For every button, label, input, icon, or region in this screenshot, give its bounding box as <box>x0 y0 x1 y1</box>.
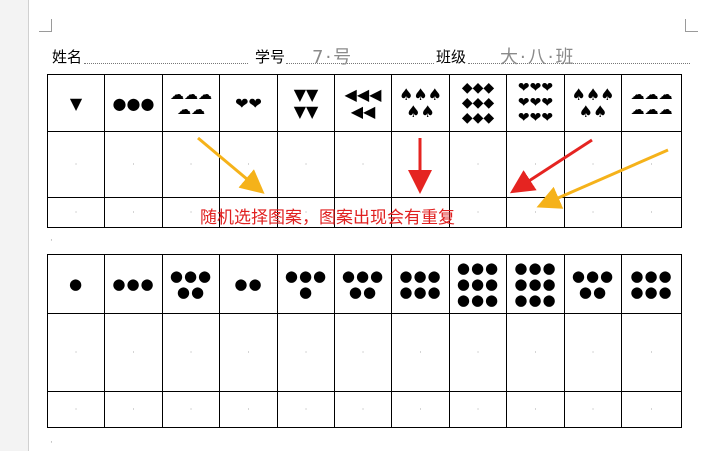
paragraph-mark: · <box>50 236 53 246</box>
symbol-cell[interactable]: ●●● <box>104 74 163 132</box>
symbol-cell[interactable]: ▼▼ ▼▼ <box>277 74 335 132</box>
dot-row: ● ●●● ●●● ●● ●● ●●● ● ●●● ●● ●●● ●●● ●●●… <box>47 254 682 314</box>
class-value: 大·八·班 <box>500 47 576 68</box>
dots-icon: ●●● ● <box>284 267 328 301</box>
ruler-margin <box>0 0 28 451</box>
margin-line <box>28 0 29 451</box>
margin-corner-top-left <box>39 19 52 32</box>
heart-icon: ❤❤ <box>235 93 262 113</box>
cloud-icon: ☁☁☁ ☁☁ <box>170 87 212 118</box>
dots-icon: ●●● <box>112 275 155 293</box>
name-blank-line <box>84 63 248 64</box>
symbol-cell[interactable]: ◀◀◀ ◀◀ <box>334 74 392 132</box>
answer-cell[interactable]: · <box>449 131 507 198</box>
answer-cell[interactable]: · <box>162 313 220 392</box>
symbol-row: ▼ ●●● ☁☁☁ ☁☁ ❤❤ ▼▼ ▼▼ ◀◀◀ ◀◀ ♠♠♠ ♠♠ ◆◆◆ … <box>47 74 682 132</box>
student-no-value: 7·号 <box>312 47 354 68</box>
answer-cell[interactable]: · <box>334 197 392 228</box>
triangle-left-icon: ◀◀◀ ◀◀ <box>344 85 382 121</box>
symbol-cell[interactable]: ☁☁☁ ☁☁ <box>162 74 220 132</box>
answer-cell[interactable]: · <box>621 313 682 392</box>
answer-cell[interactable]: · <box>277 197 335 228</box>
answer-cell[interactable]: · <box>162 197 220 228</box>
spade-icon: ♠♠♠ ♠♠ <box>571 85 615 121</box>
answer-cell[interactable]: · <box>219 313 278 392</box>
dot-cell[interactable]: ● <box>47 254 105 314</box>
dot-cell[interactable]: ●●● ●●● ●●● <box>449 254 507 314</box>
answer-cell[interactable]: · <box>564 313 622 392</box>
answer-cell[interactable]: · <box>47 131 105 198</box>
paragraph-mark: · <box>50 438 53 448</box>
dot-cell[interactable]: ●●● ●● <box>162 254 220 314</box>
dots-icon: ●●● <box>112 93 155 113</box>
answer-cell[interactable]: · <box>506 391 565 428</box>
answer-cell[interactable]: · <box>47 391 105 428</box>
dot-cell[interactable]: ●●● <box>104 254 163 314</box>
answer-cell[interactable]: · <box>334 391 392 428</box>
dots-icon: ● <box>68 275 84 293</box>
triangle-down-icon: ▼ <box>69 93 83 113</box>
answer-cell[interactable]: · <box>564 391 622 428</box>
student-no-label: 学号 <box>255 48 286 66</box>
dot-cell[interactable]: ●●● ●●● <box>621 254 682 314</box>
dots-icon: ●●● ●●● ●●● <box>514 259 557 309</box>
dots-icon: ●●● ●●● <box>399 267 442 301</box>
dots-icon: ●●● ●● <box>169 267 213 301</box>
answer-cell[interactable]: · <box>621 391 682 428</box>
answer-cell[interactable]: · <box>104 131 163 198</box>
arrow-orange-right <box>536 148 669 209</box>
dot-cell[interactable]: ●●● ●●● <box>391 254 450 314</box>
class-label: 班级 <box>436 48 467 66</box>
answer-cell[interactable]: · <box>506 313 565 392</box>
class-blank-line <box>468 63 690 64</box>
triangle-down-icon: ▼▼ ▼▼ <box>293 85 319 121</box>
answer-cell[interactable]: · <box>334 313 392 392</box>
dots-icon: ●●● ●● <box>341 267 385 301</box>
arrow-red-right <box>509 138 593 194</box>
answer-cell[interactable]: · <box>219 197 278 228</box>
answer-cell[interactable]: · <box>391 197 450 228</box>
dot-cell[interactable]: ●● <box>219 254 278 314</box>
answer-cell[interactable]: · <box>334 131 392 198</box>
spade-icon: ♠♠♠ ♠♠ <box>398 85 443 121</box>
symbol-cell[interactable]: ❤❤ <box>219 74 278 132</box>
symbol-cell[interactable]: ◆◆◆ ◆◆◆ ◆◆◆ <box>449 74 507 132</box>
answer-cell[interactable]: · <box>391 391 450 428</box>
answer-row: · · · · · · · · · · · <box>47 391 682 428</box>
dots-icon: ●● <box>234 275 263 293</box>
symbol-cell[interactable]: ☁☁☁ ☁☁☁ <box>621 74 682 132</box>
dot-cell[interactable]: ●●● ●● <box>564 254 622 314</box>
cloud-icon: ☁☁☁ ☁☁☁ <box>630 87 673 118</box>
name-label: 姓名 <box>52 48 83 66</box>
worksheet-header: 姓名 学号 7·号 班级 大·八·班 <box>50 44 690 70</box>
heart-icon: ❤❤❤ ❤❤❤ ❤❤❤ <box>517 79 554 126</box>
answer-cell[interactable]: · <box>47 313 105 392</box>
dot-cell[interactable]: ●●● ●●● ●●● <box>506 254 565 314</box>
margin-corner-top-right <box>685 19 698 32</box>
answer-cell[interactable]: · <box>621 197 682 228</box>
symbol-cell[interactable]: ♠♠♠ ♠♠ <box>564 74 622 132</box>
answer-cell[interactable]: · <box>219 391 278 428</box>
dots-icon: ●●● ●● <box>571 267 615 301</box>
answer-row: · · · · · · · · · · · <box>47 197 682 228</box>
student-no-blank-line <box>286 63 434 64</box>
symbol-cell[interactable]: ♠♠♠ ♠♠ <box>391 74 450 132</box>
answer-row: · · · · · · · · · · · <box>47 313 682 392</box>
dots-icon: ●●● ●●● <box>630 267 673 301</box>
pattern-table-2: ● ●●● ●●● ●● ●● ●●● ● ●●● ●● ●●● ●●● ●●●… <box>47 254 682 428</box>
dot-cell[interactable]: ●●● ●● <box>334 254 392 314</box>
annotation-text: 随机选择图案，图案出现会有重复 <box>200 208 455 228</box>
dots-icon: ●●● ●●● ●●● <box>456 259 500 309</box>
diamond-icon: ◆◆◆ ◆◆◆ ◆◆◆ <box>461 79 495 126</box>
answer-cell[interactable]: · <box>449 197 507 228</box>
arrow-orange-left <box>197 136 265 194</box>
